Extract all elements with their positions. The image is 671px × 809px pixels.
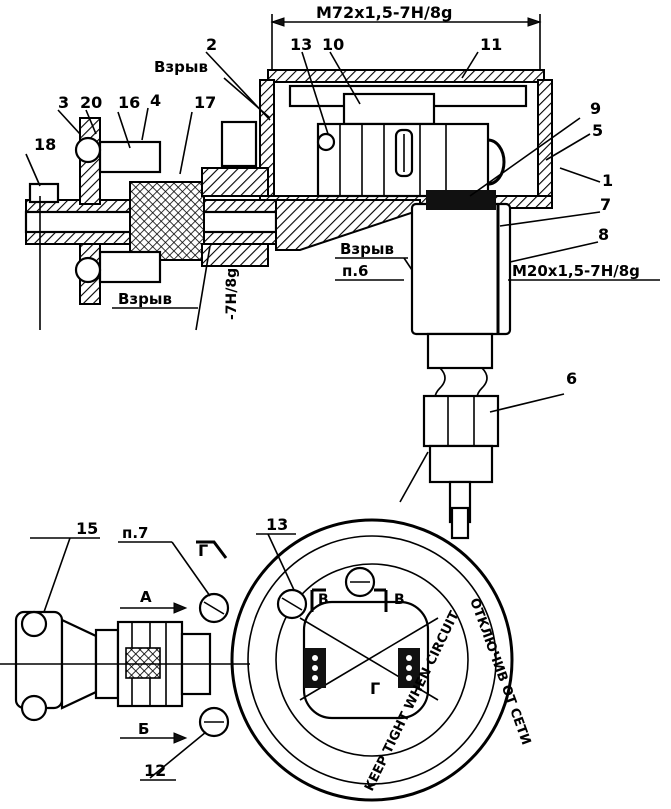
callout-15: 15 [76, 519, 98, 538]
cover-ring-text-right: ОТКЛЮЧИВ ОТ СЕТИ [466, 596, 533, 747]
callout-13-top: 13 [290, 35, 312, 54]
section-label-vzryv-mid: Взрыв [340, 240, 394, 258]
view-marker-v-left: В [318, 592, 329, 608]
callout-12: 12 [144, 761, 166, 780]
view-marker-g-center: Г [370, 679, 380, 698]
thread-label-top: M72x1,5-7H/8g [316, 3, 452, 22]
view-marker-v-right: В [394, 592, 405, 608]
callout-8: 8 [598, 225, 609, 244]
cylinder-body [410, 190, 512, 540]
callout-9: 9 [590, 99, 601, 118]
callout-5: 5 [592, 121, 603, 140]
callout-13-plan: 13 [266, 515, 288, 534]
callout-20: 20 [80, 93, 102, 112]
callout-16: 16 [118, 93, 140, 112]
section-label-vzryv-lower: Взрыв [118, 290, 172, 308]
section-label-vzryv-top: Взрыв [154, 58, 208, 76]
view-marker-b: Б [138, 720, 149, 738]
thread-label-right: M20x1,5-7H/8g [512, 262, 640, 280]
view-marker-a: A [140, 588, 152, 606]
note-p7: п.7 [122, 524, 149, 542]
view-marker-g-top: Г [198, 541, 208, 560]
dimension-m72 [270, 14, 542, 72]
callout-18: 18 [34, 135, 56, 154]
terminal-block [316, 122, 506, 198]
cable-entry [24, 117, 421, 331]
housing-outer-ring [230, 518, 514, 802]
callout-3: 3 [58, 93, 69, 112]
section-view [24, 14, 660, 540]
thread-label-side: -7H/8g [224, 268, 240, 320]
cable-gland [0, 610, 250, 722]
callout-17: 17 [194, 93, 216, 112]
callout-4: 4 [150, 91, 161, 110]
plan-view [0, 518, 514, 802]
callout-10: 10 [322, 35, 344, 54]
note-p6: п.6 [342, 262, 369, 280]
callout-1: 1 [602, 171, 613, 190]
callout-11: 11 [480, 35, 502, 54]
callout-2: 2 [206, 35, 217, 54]
leader-lines [25, 51, 660, 503]
callout-6: 6 [566, 369, 577, 388]
callout-7: 7 [600, 195, 611, 214]
